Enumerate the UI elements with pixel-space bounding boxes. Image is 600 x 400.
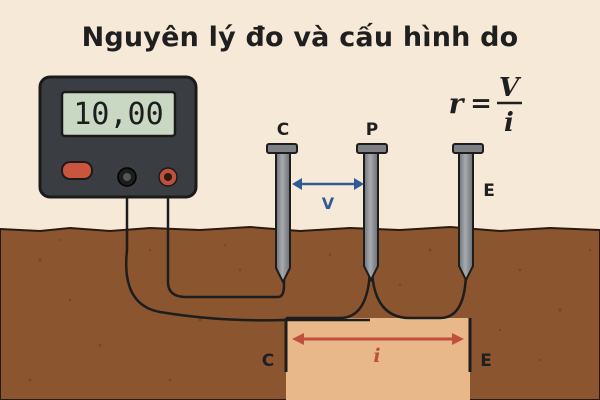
terminal-red	[158, 167, 178, 187]
current-arrow	[292, 333, 464, 345]
terminal-black	[117, 167, 137, 187]
wire-under-p	[286, 269, 372, 320]
formula-numerator: V	[499, 73, 522, 103]
current-label: i	[373, 345, 380, 367]
formula-lhs: r	[449, 87, 466, 120]
meter-power-button[interactable]	[61, 161, 93, 180]
voltage-label: V	[322, 194, 335, 213]
wire-p-to-e	[370, 269, 468, 320]
wire-meter-right	[166, 187, 286, 299]
probe-c	[266, 143, 298, 285]
probe-p	[356, 143, 388, 283]
formula: r = V i	[449, 73, 522, 138]
probe-e	[452, 143, 484, 283]
wire-meter-left	[125, 187, 370, 322]
meter-reading: 10,00	[73, 97, 163, 132]
measurement-zone	[286, 318, 470, 400]
zone-c-label: C	[262, 351, 274, 371]
meter-screen	[60, 90, 177, 138]
probe-p-label: P	[366, 120, 378, 140]
formula-equals: =	[470, 89, 492, 119]
zone-e-label: E	[480, 351, 492, 371]
multimeter: 10,00	[38, 75, 198, 199]
voltage-arrow	[292, 178, 364, 190]
probe-c-label: C	[277, 120, 289, 140]
probe-e-label: E	[483, 181, 495, 201]
formula-denominator: i	[504, 108, 514, 138]
page-title: Nguyên lý đo và cấu hình do	[81, 22, 519, 53]
soil-texture	[28, 238, 592, 382]
